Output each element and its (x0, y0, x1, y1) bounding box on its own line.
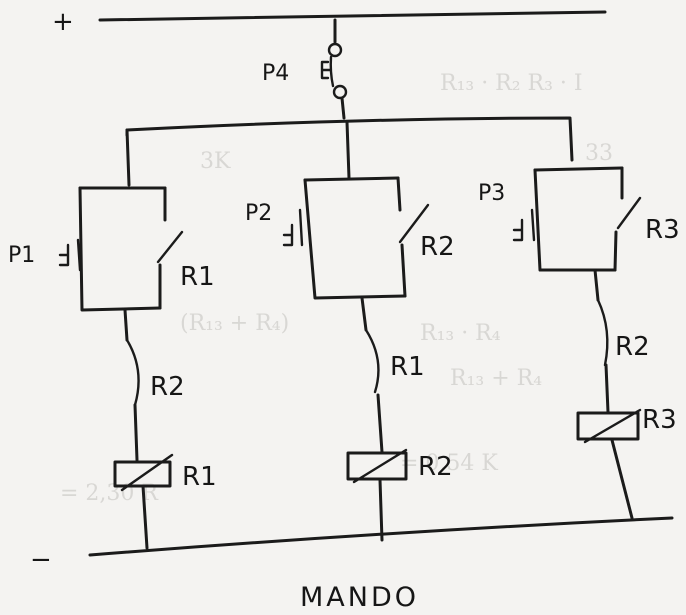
p1-label: P1 (8, 243, 35, 268)
p4-contact-top (327, 42, 343, 58)
branch2-drop (345, 120, 351, 180)
b2-coil-icon (346, 451, 408, 481)
svg-text:33: 33 (585, 141, 613, 166)
diagram-title: MANDO (300, 582, 419, 613)
b2-block-top (303, 176, 400, 182)
branch-1: P1 R1 R2 R1 (8, 186, 217, 550)
b2-coil-slash (352, 448, 408, 484)
b2-hold-label: R2 (420, 232, 455, 262)
b2-hold-bottom (400, 243, 407, 298)
b1-interlock-label: R2 (150, 372, 185, 402)
positive-rail-line (98, 10, 607, 22)
branch-2: P2 R2 R1 R2 (245, 176, 455, 542)
b3-hold-blade (616, 196, 642, 230)
b2-interlock-top (360, 296, 368, 332)
b1-hold-label: R1 (180, 262, 215, 292)
p3-pushbutton-icon (512, 218, 524, 242)
p1-pushbutton-icon (58, 243, 70, 267)
b3-hold-label: R3 (645, 215, 680, 245)
branch1-drop (125, 128, 131, 187)
p4-actuator-icon (320, 60, 332, 80)
svg-text:R₁₃ · R₂ R₃ · I: R₁₃ · R₂ R₃ · I (440, 71, 583, 96)
b3-interlock-blade (596, 298, 609, 367)
b2-hold-blade (398, 203, 430, 244)
b2-interlock-label: R1 (390, 352, 425, 382)
branch-3: P3 R3 R2 R3 (478, 166, 680, 520)
positive-sign: + (52, 7, 74, 37)
b3-interlock-label: R2 (615, 332, 650, 362)
svg-text:R₁₃ · R₄: R₁₃ · R₄ (420, 321, 501, 346)
b2-coil-bottom (378, 478, 384, 542)
svg-text:(R₁₃ + R₄): (R₁₃ + R₄) (180, 311, 289, 336)
b1-p1-gap (76, 238, 82, 272)
stop-button-p4: P4 (262, 18, 348, 120)
b3-p3-gap (530, 208, 536, 242)
b3-coil-slash (583, 408, 642, 444)
p3-label: P3 (478, 181, 505, 206)
p4-contact-blade (329, 55, 335, 88)
b3-coil-icon (576, 411, 640, 441)
b2-p2-gap (298, 208, 304, 247)
b1-coil-label: R1 (182, 462, 217, 492)
b2-block-left-bottom (303, 178, 407, 300)
svg-text:= 0,54 K: = 0,54 K (400, 451, 498, 476)
b3-block-left-bottom (533, 168, 617, 272)
b3-interlock-top (593, 268, 600, 302)
b1-interlock-bottom (133, 403, 139, 462)
b2-interlock-blade (364, 328, 380, 394)
positive-rail: + (52, 7, 607, 37)
p4-feed-bottom (340, 96, 346, 120)
b3-hold-bottom (613, 230, 618, 272)
b1-interlock-top (123, 308, 129, 342)
negative-rail-line (88, 516, 674, 557)
b2-coil-label: R2 (418, 452, 453, 482)
b2-hold-top (396, 176, 402, 212)
b3-interlock-bottom (604, 363, 610, 414)
b1-interlock-blade (125, 338, 140, 407)
p4-contact-bottom (332, 84, 348, 100)
b1-coil-bottom (141, 484, 149, 550)
negative-rail: − (30, 516, 674, 575)
b2-interlock-bottom (376, 393, 384, 454)
negative-sign: − (30, 545, 52, 575)
p2-pushbutton-icon (282, 223, 294, 247)
svg-text:R₁₃ + R₄: R₁₃ + R₄ (450, 366, 542, 391)
b3-coil-bottom (610, 438, 634, 520)
svg-text:3K: 3K (200, 149, 231, 174)
paper-bleed-through: R₁₃ · R₂ R₃ · I 3K 33 R₁₃ · R₄ R₁₃ + R₄ … (60, 71, 613, 506)
p4-label: P4 (262, 61, 289, 86)
b3-coil-label: R3 (642, 405, 677, 435)
b1-hold-blade (156, 230, 184, 264)
distribution-bus (125, 116, 574, 162)
b1-block-left-bottom (78, 186, 162, 312)
b3-block-top (533, 166, 624, 172)
p2-label: P2 (245, 201, 272, 226)
b1-coil-slash (120, 453, 174, 492)
